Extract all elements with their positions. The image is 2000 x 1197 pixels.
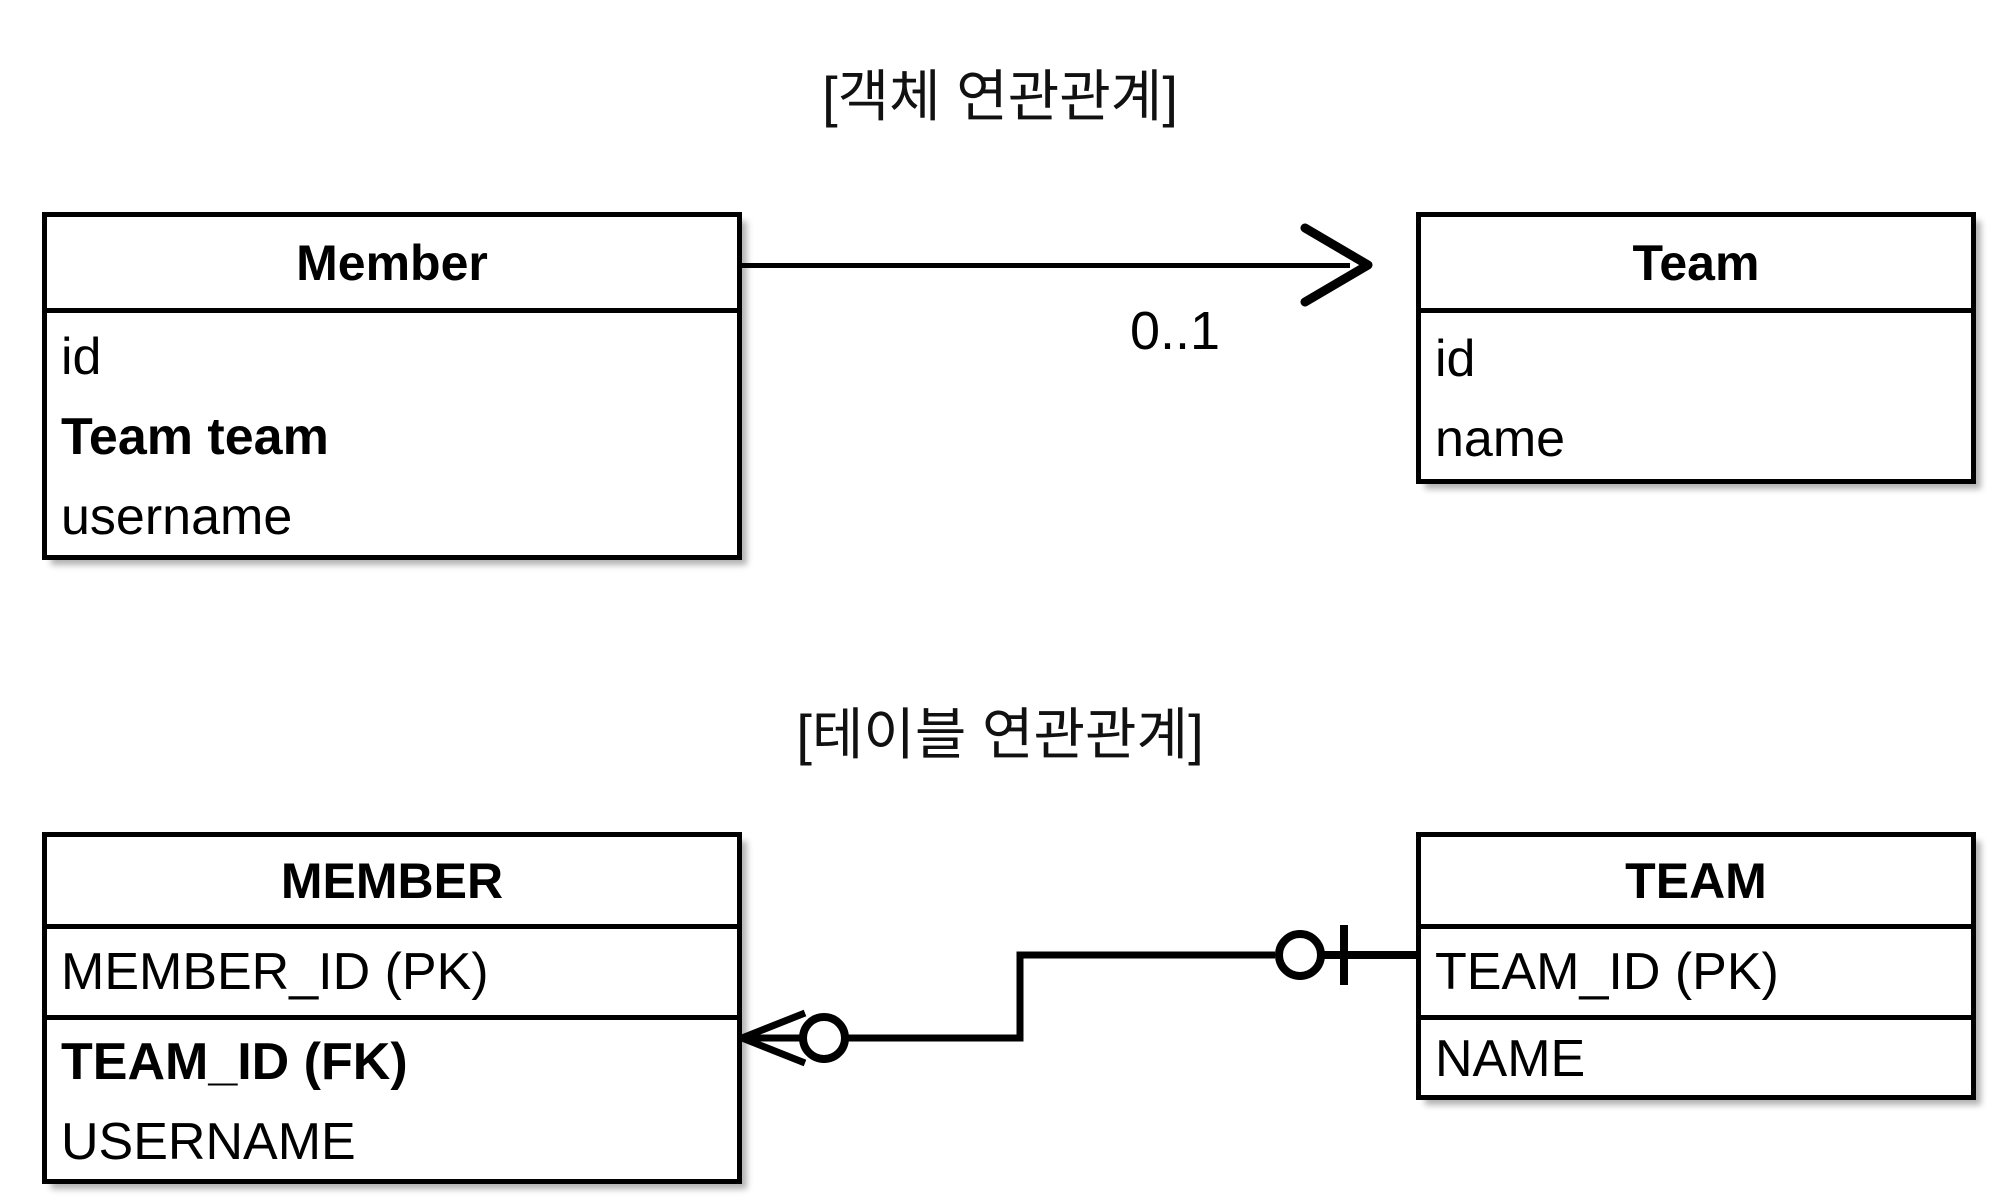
crows-foot-icon <box>740 1009 807 1067</box>
attribute-row: name <box>1435 409 1566 468</box>
table-member-key-section: MEMBER_ID (PK) <box>47 929 737 1015</box>
zero-cardinality-circle <box>799 1013 849 1063</box>
entity-team-attributes: id name <box>1421 313 1971 484</box>
table-association-title: [테이블 연관관계] <box>796 703 1204 766</box>
relationship-line <box>845 951 1275 1042</box>
association-line <box>742 263 1350 268</box>
zero-cardinality-circle <box>1275 930 1325 980</box>
table-team-column-section: NAME <box>1421 1015 1971 1097</box>
entity-member[interactable]: Member id Team team username <box>42 212 742 560</box>
column-row: TEAM_ID (FK) <box>61 1033 408 1091</box>
attribute-row: id <box>61 327 102 386</box>
table-member[interactable]: MEMBER MEMBER_ID (PK) TEAM_ID (FK) USERN… <box>42 832 742 1184</box>
table-team[interactable]: TEAM TEAM_ID (PK) NAME <box>1416 832 1976 1100</box>
entity-team[interactable]: Team id name <box>1416 212 1976 484</box>
entity-team-name: Team <box>1421 217 1971 313</box>
column-row: TEAM_ID (PK) <box>1435 943 1779 1001</box>
entity-member-attributes: id Team team username <box>47 313 737 560</box>
table-member-column-section: TEAM_ID (FK) USERNAME <box>47 1015 737 1184</box>
one-cardinality-tick <box>1321 925 1416 985</box>
column-row: NAME <box>1435 1029 1586 1088</box>
table-team-key-section: TEAM_ID (PK) <box>1421 929 1971 1015</box>
table-team-name: TEAM <box>1421 837 1971 929</box>
column-row: MEMBER_ID (PK) <box>61 943 489 1001</box>
entity-member-name: Member <box>47 217 737 313</box>
multiplicity-label: 0..1 <box>1130 301 1221 361</box>
attribute-row: username <box>61 487 293 546</box>
attribute-row: id <box>1435 329 1476 388</box>
object-association-title: [객체 연관관계] <box>822 65 1178 128</box>
table-member-name: MEMBER <box>47 837 737 929</box>
attribute-row: Team team <box>61 407 329 466</box>
column-row: USERNAME <box>61 1113 356 1171</box>
